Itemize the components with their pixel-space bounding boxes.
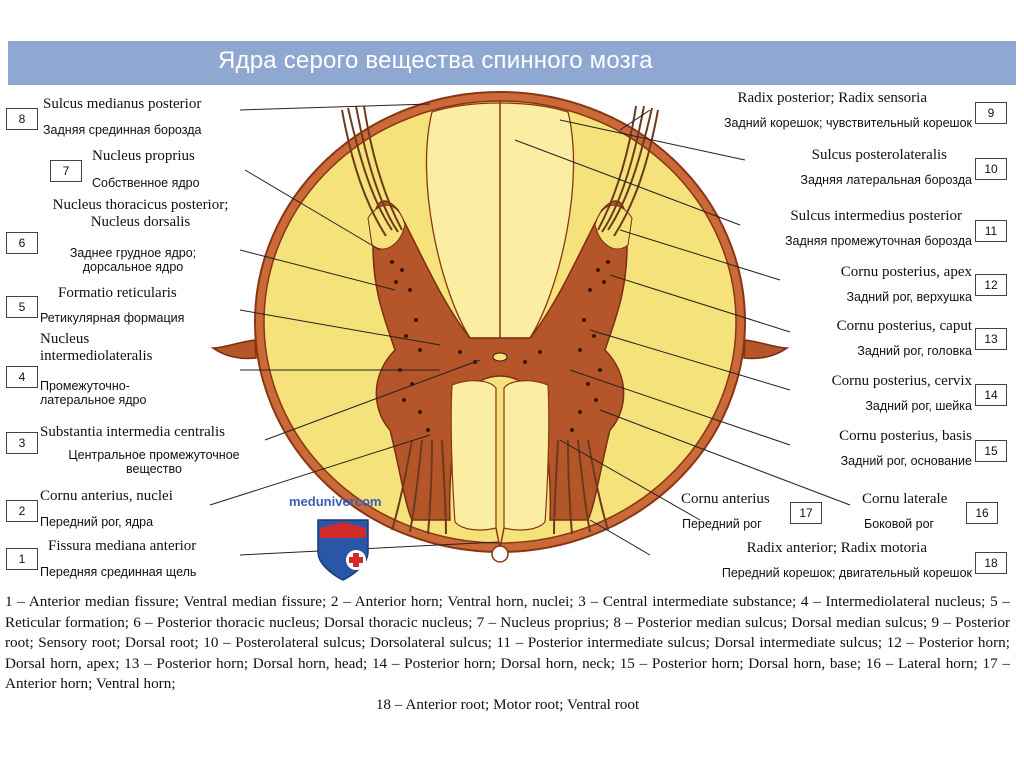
label-15-latin: Cornu posterius, basis bbox=[839, 428, 972, 444]
page-title: Ядра серого вещества спинного мозга bbox=[218, 47, 653, 74]
label-number-7: 7 bbox=[50, 160, 82, 182]
label-12-latin: Cornu posterius, apex bbox=[840, 264, 972, 280]
label-18-latin: Radix anterior; Radix motoria bbox=[746, 540, 927, 556]
label-number-16: 16 bbox=[966, 502, 998, 524]
label-2-latin: Cornu anterius, nuclei bbox=[40, 488, 173, 504]
label-8-latin: Sulcus medianus posterior bbox=[43, 96, 202, 112]
label-18-russian: Передний корешок; двигательный корешок bbox=[721, 566, 972, 580]
label-4-russian: Промежуточно-латеральное ядро bbox=[40, 379, 147, 407]
legend-last-line: 18 – Anterior root; Motor root; Ventral … bbox=[375, 695, 640, 713]
label-6-russian: Заднее грудное ядро; дорсальное ядро bbox=[69, 246, 197, 274]
title-bar bbox=[8, 41, 1016, 85]
anterior-root-left bbox=[391, 439, 447, 535]
label-9-russian: Задний корешок; чувствительный корешок bbox=[723, 116, 972, 130]
central-canal bbox=[492, 352, 508, 362]
label-number-14: 14 bbox=[975, 384, 1007, 406]
label-number-13: 13 bbox=[975, 328, 1007, 350]
label-15-russian: Задний рог, основание bbox=[840, 454, 972, 468]
label-number-10: 10 bbox=[975, 158, 1007, 180]
label-number-4: 4 bbox=[6, 366, 38, 388]
posterior-root-left bbox=[341, 105, 403, 237]
anterior-funiculus-left bbox=[450, 380, 497, 531]
label-number-8: 8 bbox=[6, 108, 38, 130]
label-10-latin: Sulcus posterolateralis bbox=[811, 147, 947, 163]
anterior-spinal-artery bbox=[491, 545, 509, 563]
label-number-5: 5 bbox=[6, 296, 38, 318]
label-6-latin: Nucleus thoracicus posterior; Nucleus do… bbox=[52, 197, 229, 230]
legend: 1 – Anterior median fissure; Ventral med… bbox=[5, 592, 1010, 716]
label-16-russian: Боковой рог bbox=[864, 517, 935, 531]
label-11-latin: Sulcus intermedius posterior bbox=[790, 208, 962, 224]
label-14-russian: Задний рог, шейка bbox=[865, 399, 972, 413]
label-8-russian: Задняя срединная борозда bbox=[43, 123, 202, 137]
label-10-russian: Задняя латеральная борозда bbox=[800, 173, 972, 187]
label-13-latin: Cornu posterius, caput bbox=[836, 318, 972, 334]
label-number-6: 6 bbox=[6, 232, 38, 254]
label-9-latin: Radix posterior; Radix sensoria bbox=[737, 90, 927, 106]
label-4-latin: Nucleus intermediolateralis bbox=[40, 331, 153, 364]
label-1-russian: Передняя срединная щель bbox=[40, 565, 197, 579]
lateral-ligament-left bbox=[210, 339, 257, 360]
label-16-latin: Cornu laterale bbox=[862, 491, 948, 507]
label-number-1: 1 bbox=[6, 548, 38, 570]
label-number-12: 12 bbox=[975, 274, 1007, 296]
label-2-russian: Передний рог, ядра bbox=[40, 515, 154, 529]
logo-shield-icon bbox=[317, 519, 369, 581]
label-number-3: 3 bbox=[6, 432, 38, 454]
lateral-ligament-right bbox=[743, 339, 790, 360]
label-number-18: 18 bbox=[975, 552, 1007, 574]
label-3-latin: Substantia intermedia centralis bbox=[40, 424, 225, 440]
label-13-russian: Задний рог, головка bbox=[857, 344, 972, 358]
label-1-latin: Fissura mediana anterior bbox=[48, 538, 197, 554]
label-5-russian: Ретикулярная формация bbox=[40, 311, 185, 325]
leader-lines bbox=[209, 103, 851, 556]
nuclei-dots bbox=[390, 260, 610, 432]
anterior-root-right bbox=[553, 439, 609, 535]
label-7-latin: Nucleus proprius bbox=[92, 148, 195, 164]
label-3-russian: Центральное промежуточное вещество bbox=[68, 448, 240, 476]
label-17-latin: Cornu anterius bbox=[681, 491, 770, 507]
watermark-text: medunivercom bbox=[289, 494, 382, 509]
label-7-russian: Собственное ядро bbox=[92, 176, 200, 190]
label-5-latin: Formatio reticularis bbox=[58, 285, 177, 301]
legend-main-text: 1 – Anterior median fissure; Ventral med… bbox=[5, 593, 1010, 693]
label-14-latin: Cornu posterius, cervix bbox=[831, 373, 972, 389]
label-12-russian: Задний рог, верхушка bbox=[846, 290, 972, 304]
label-11-russian: Задняя промежуточная борозда bbox=[785, 234, 972, 248]
label-17-russian: Передний рог bbox=[682, 517, 762, 531]
label-number-11: 11 bbox=[975, 220, 1007, 242]
label-number-9: 9 bbox=[975, 102, 1007, 124]
label-number-15: 15 bbox=[975, 440, 1007, 462]
label-number-2: 2 bbox=[6, 500, 38, 522]
label-number-17: 17 bbox=[790, 502, 822, 524]
posterior-root-right bbox=[597, 105, 659, 237]
anterior-funiculus-right bbox=[503, 380, 550, 531]
